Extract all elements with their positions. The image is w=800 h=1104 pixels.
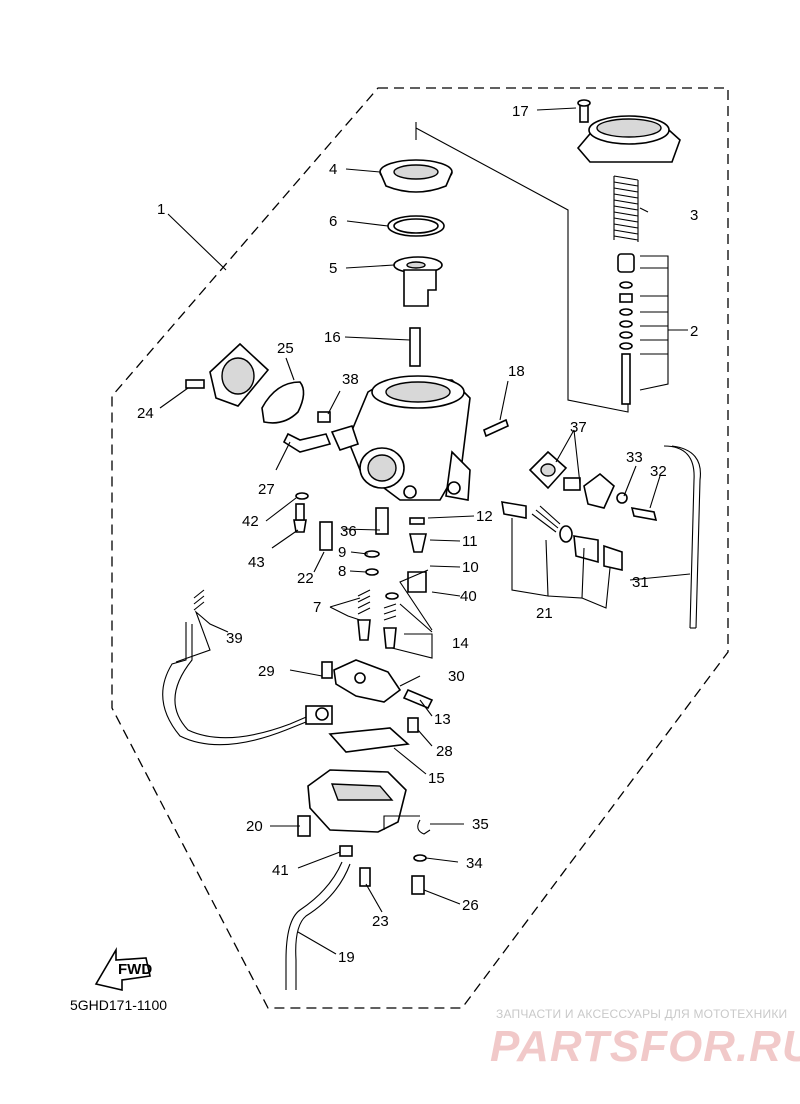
part-labels: 1 2 3 4 5 6 7 8 9 10 11 12 13 14 15 16 1… (137, 103, 698, 966)
part-label-30: 30 (448, 668, 465, 685)
elbow-fitting (282, 432, 332, 453)
part-label-42: 42 (242, 513, 259, 530)
float-bowl (297, 769, 407, 887)
part-label-23: 23 (372, 913, 389, 930)
part-label-31: 31 (632, 574, 649, 591)
top-cover (576, 99, 681, 163)
part-label-13: 13 (434, 711, 451, 728)
part-label-39: 39 (226, 630, 243, 647)
part-label-37: 37 (570, 419, 587, 436)
diagram-code: 5GHD171-1100 (70, 997, 168, 1013)
part-label-19: 19 (338, 949, 355, 966)
part-label-34: 34 (466, 855, 483, 872)
part-label-17: 17 (512, 103, 529, 120)
diaphragm (379, 159, 453, 193)
vent-pipe (483, 418, 509, 438)
fwd-label: FWD (118, 961, 152, 978)
part-label-15: 15 (428, 770, 445, 787)
jet-needle-set (617, 253, 635, 405)
part-label-26: 26 (462, 897, 479, 914)
part-label-36: 36 (340, 523, 357, 540)
drain-parts (411, 819, 431, 895)
part-label-33: 33 (626, 449, 643, 466)
part-label-3: 3 (690, 207, 698, 224)
part-label-21: 21 (536, 605, 553, 622)
jets-and-screws (293, 492, 427, 649)
part-label-2: 2 (690, 323, 698, 340)
fwd-arrow: FWD (94, 947, 152, 992)
hose (663, 445, 695, 629)
part-label-4: 4 (329, 161, 337, 178)
part-label-18: 18 (508, 363, 525, 380)
part-label-11: 11 (462, 533, 478, 550)
watermark-logo[interactable]: PARTSFOR.RU (490, 1022, 800, 1071)
leader-lines (159, 107, 691, 955)
drain-hose (285, 861, 343, 990)
float-gasket (328, 727, 410, 753)
part-label-29: 29 (258, 663, 275, 680)
part-label-43: 43 (248, 554, 265, 571)
jet-needle (409, 327, 421, 367)
part-label-38: 38 (342, 371, 359, 388)
carburetor-body (330, 375, 471, 501)
part-label-41: 41 (272, 862, 289, 879)
part-label-6: 6 (329, 213, 337, 230)
part-label-9: 9 (338, 544, 346, 561)
part-label-25: 25 (277, 340, 294, 357)
part-label-24: 24 (137, 405, 154, 422)
part-label-22: 22 (297, 570, 314, 587)
part-label-14: 14 (452, 635, 469, 652)
starter-plunger-parts (501, 450, 658, 571)
part-label-20: 20 (246, 818, 263, 835)
insulator-plate (209, 342, 270, 407)
part-label-16: 16 (324, 329, 341, 346)
part-label-7: 7 (313, 599, 321, 616)
throttle-housing (321, 659, 434, 733)
part-label-8: 8 (338, 563, 346, 580)
part-label-27: 27 (258, 481, 275, 498)
part-label-12: 12 (476, 508, 493, 525)
part-label-5: 5 (329, 260, 337, 277)
part-label-40: 40 (460, 588, 477, 605)
gasket (261, 381, 305, 424)
watermark-caption: ЗАПЧАСТИ И АКСЕССУАРЫ ДЛЯ МОТОТЕХНИКИ (496, 1007, 788, 1021)
spring (613, 175, 639, 242)
assembly-boundary (111, 87, 729, 1009)
part-label-10: 10 (462, 559, 479, 576)
throttle-cable (162, 589, 333, 746)
part-label-35: 35 (472, 816, 489, 833)
part-label-1: 1 (157, 201, 165, 218)
piston-valve (393, 256, 443, 307)
hose-fitting (317, 411, 331, 423)
screw (185, 379, 205, 389)
part-label-32: 32 (650, 463, 667, 480)
part-label-28: 28 (436, 743, 453, 760)
